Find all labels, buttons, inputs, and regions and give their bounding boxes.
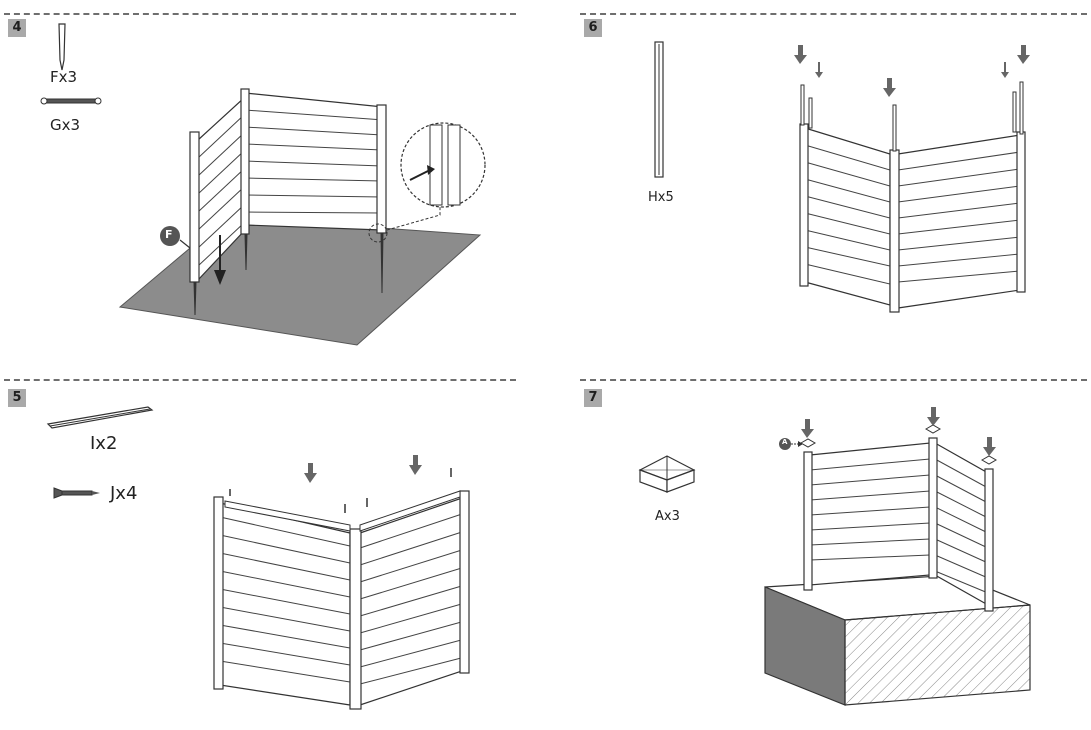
post-cap: [924, 424, 942, 434]
fence-post: [803, 451, 813, 591]
spike-icon: [58, 23, 66, 71]
step5-illustration: [213, 455, 470, 710]
part-label-gx3: Gx3: [50, 116, 81, 134]
down-arrow-icon: [214, 270, 226, 285]
fence-panel-left: [219, 502, 351, 706]
fence-post: [799, 123, 809, 287]
fence-post: [889, 149, 900, 313]
fence-post: [928, 437, 938, 579]
post-strip-icon: [654, 41, 664, 178]
ground-spike: [380, 232, 384, 294]
post-cap: [980, 455, 998, 465]
fence-post: [213, 496, 224, 690]
fence-panel-right: [359, 496, 466, 706]
fence-post: [349, 528, 362, 710]
fence-post-front: [189, 131, 200, 283]
fence-panel-right: [897, 134, 1021, 309]
part-label-jx4: Jx4: [110, 483, 138, 504]
part-label-ax3: Ax3: [655, 509, 680, 524]
step4-illustration: [118, 88, 486, 346]
down-arrow-icon: [308, 463, 313, 475]
callout-a-label: A: [782, 438, 788, 446]
step-number-badge: 7: [584, 389, 602, 407]
screw-icon: [53, 487, 100, 499]
pin-icon: [40, 97, 102, 105]
divider-mid-right: [580, 379, 1087, 381]
part-label-fx3: Fx3: [50, 68, 78, 86]
top-rail: [224, 500, 351, 532]
fence-post-right: [376, 104, 387, 234]
post-cap: [799, 438, 817, 448]
fence-panel-back: [244, 92, 384, 231]
step-number-badge: 4: [8, 19, 26, 37]
ground-spike: [244, 233, 248, 271]
post-cap-icon: [638, 455, 696, 493]
top-rail: [359, 490, 461, 532]
ground-spike: [193, 281, 197, 316]
fence-post: [1016, 131, 1026, 293]
step-number-badge: 5: [8, 389, 26, 407]
fence-post: [459, 490, 470, 674]
divider-top-left: [4, 13, 516, 15]
step6-illustration: [794, 45, 1030, 313]
zoom-detail-circle: [400, 122, 486, 208]
part-label-hx5: Hx5: [648, 190, 674, 205]
step-number-badge: 6: [584, 19, 602, 37]
divider-top-right: [580, 13, 1087, 15]
down-arrow-icon: [798, 45, 803, 57]
callout-f-label: F: [165, 228, 173, 241]
callout-a-circle: [779, 438, 791, 450]
fence-post: [984, 468, 994, 612]
down-arrow-icon: [805, 419, 810, 431]
fence-post-back: [240, 88, 250, 235]
divider-mid-left: [4, 379, 516, 381]
fence-panel-back: [809, 442, 931, 586]
callout-f-circle: [160, 226, 180, 246]
step7-illustration: [764, 407, 1031, 706]
part-label-ix2: Ix2: [90, 433, 118, 454]
fence-panel-left: [804, 127, 891, 306]
rail-icon: [46, 406, 154, 429]
